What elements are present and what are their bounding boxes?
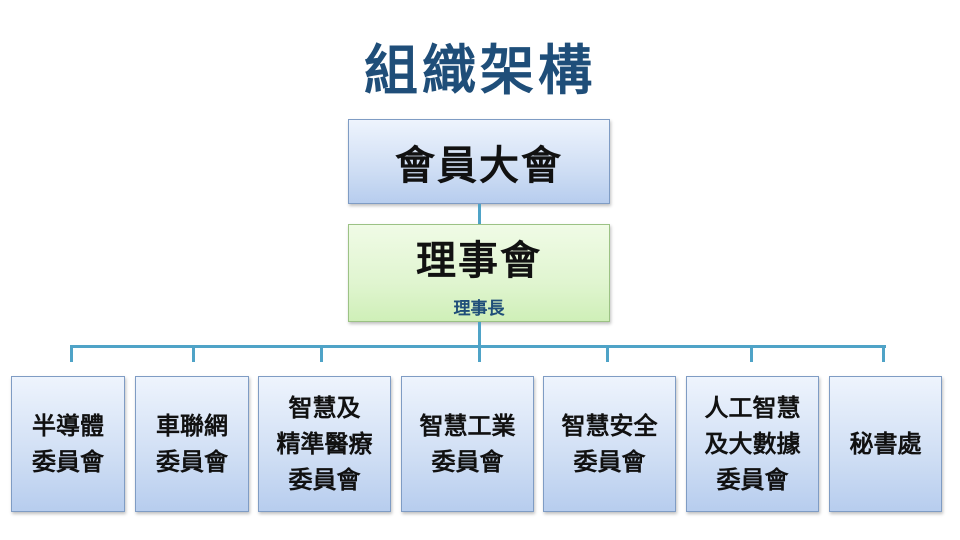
connector-board-trunk <box>478 322 481 348</box>
unit-line: 委員會 <box>288 466 361 494</box>
unit-line: 委員會 <box>156 448 228 476</box>
connector-drop <box>320 345 323 362</box>
unit-line: 智慧工業 <box>419 412 516 440</box>
board-box: 理事會 理事長 <box>348 224 610 322</box>
unit-line: 半導體 <box>32 412 104 440</box>
unit-line: 及大數據 <box>704 430 801 458</box>
unit-line: 人工智慧 <box>704 394 801 422</box>
page-title: 組織架構 <box>364 39 596 102</box>
unit-box-smart-security: 智慧安全 委員會 <box>543 376 676 512</box>
unit-line: 精準醫療 <box>276 430 373 458</box>
unit-box-smart-medical: 智慧及 精準醫療 委員會 <box>258 376 391 512</box>
unit-line: 智慧安全 <box>561 412 658 440</box>
connector-drop <box>192 345 195 362</box>
board-label: 理事會 <box>416 237 542 284</box>
unit-line: 委員會 <box>573 448 646 476</box>
connector-assembly-board <box>478 204 481 224</box>
board-chair-label: 理事長 <box>453 298 505 319</box>
unit-line: 智慧及 <box>288 394 361 422</box>
connector-drop <box>70 345 73 362</box>
connector-drop <box>478 345 481 362</box>
unit-box-ai-big-data: 人工智慧 及大數據 委員會 <box>686 376 819 512</box>
connector-drop <box>882 345 885 362</box>
unit-box-smart-industry: 智慧工業 委員會 <box>401 376 534 512</box>
general-assembly-label: 會員大會 <box>395 142 563 189</box>
connector-drop <box>606 345 609 362</box>
unit-box-secretariat: 秘書處 <box>829 376 942 512</box>
unit-line: 委員會 <box>431 448 504 476</box>
general-assembly-box: 會員大會 <box>348 119 610 204</box>
unit-box-iov: 車聯網 委員會 <box>135 376 249 512</box>
unit-line: 秘書處 <box>849 430 922 458</box>
unit-line: 車聯網 <box>156 412 228 440</box>
unit-line: 委員會 <box>32 448 104 476</box>
unit-line: 委員會 <box>716 466 789 494</box>
connector-drop <box>750 345 753 362</box>
unit-box-semiconductor: 半導體 委員會 <box>11 376 125 512</box>
